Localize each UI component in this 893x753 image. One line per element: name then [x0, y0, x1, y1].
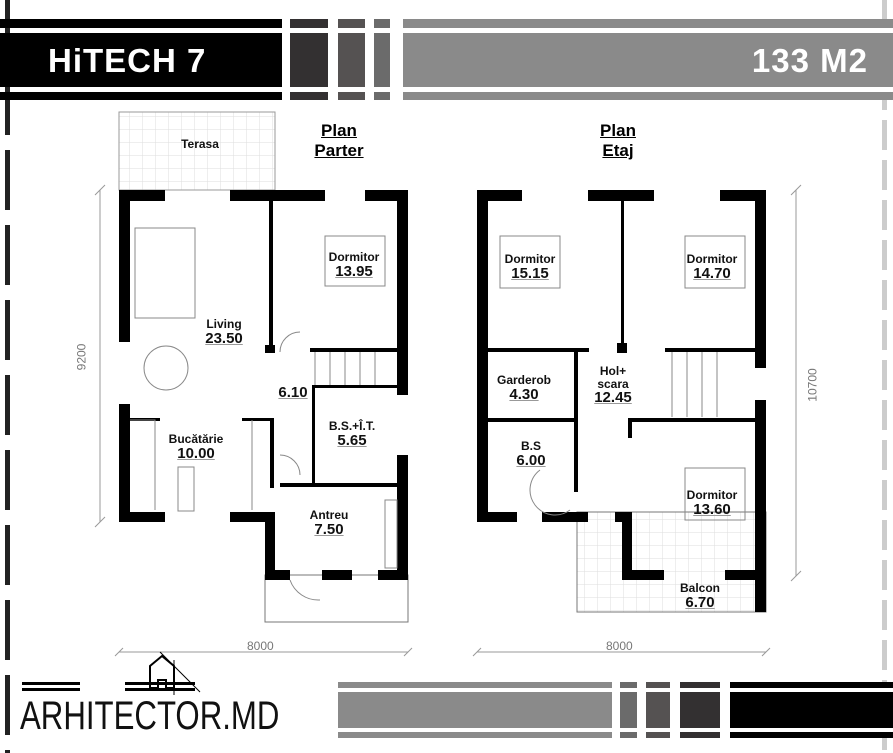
terrace: [118, 111, 276, 191]
logo-lines: [22, 682, 195, 691]
bed: [684, 235, 746, 289]
right-border-decoration: [882, 0, 887, 753]
kitchen-counter: [130, 419, 253, 510]
ground-floor-plan: [94, 111, 413, 657]
room-bathroom-ground: B.S.+Î.T.5.65: [328, 419, 376, 449]
bed: [499, 235, 561, 289]
left-border-decoration: [5, 0, 10, 753]
wardrobe: [384, 499, 398, 569]
project-area: 133 M2: [751, 42, 868, 79]
room-hall: 6.10: [278, 384, 308, 401]
ground-height-dimension: 9200: [74, 343, 89, 371]
stairs: [671, 352, 718, 417]
upper-floor-plan: [472, 184, 802, 657]
ground-walls: [119, 190, 408, 580]
upper-height-dimension: 10700: [805, 368, 820, 402]
upper-walls: [477, 190, 766, 612]
stairs: [314, 352, 376, 385]
upper-width-dimension: 8000: [606, 639, 633, 653]
room-terasa: Terasa: [181, 137, 219, 151]
brand-logo-text: ARHITECTOR.MD: [20, 694, 280, 738]
bed: [684, 467, 746, 521]
doors: [279, 331, 321, 601]
ground-dimension-lines: [94, 184, 413, 657]
dining-table: [143, 345, 189, 391]
ground-width-dimension: 8000: [247, 639, 274, 653]
project-name: HiTECH 7: [48, 42, 207, 79]
bed: [324, 235, 386, 287]
entrance-porch: [264, 574, 409, 623]
sofa: [134, 227, 196, 319]
kitchen-table: [177, 466, 195, 512]
bathtub: [529, 469, 571, 516]
balcony: [576, 511, 767, 613]
upper-dimension-lines: [472, 184, 802, 657]
